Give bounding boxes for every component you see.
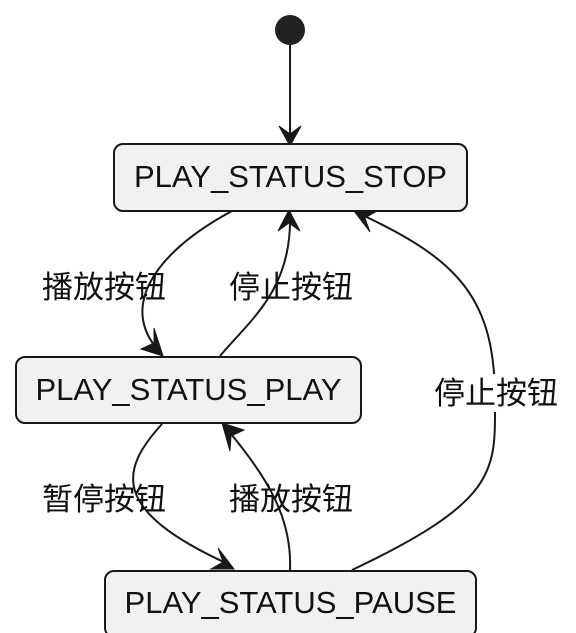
edge-label-play-to-pause: 暂停按钮 (42, 482, 166, 518)
edge-pause-to-play-arrowhead (221, 422, 246, 452)
state-play-status-play: PLAY_STATUS_PLAY (15, 356, 362, 424)
edge-stop-to-play-line (141, 210, 233, 353)
state-play-status-pause: PLAY_STATUS_PAUSE (104, 570, 477, 633)
edge-play-to-pause-line (132, 423, 229, 565)
state-box (15, 356, 362, 424)
initial-transition-arrowhead (278, 125, 302, 148)
edge-label-pause-to-stop-bg (433, 374, 559, 412)
state-label: PLAY_STATUS_PLAY (35, 372, 341, 407)
edge-pause-to-play-line (225, 427, 292, 571)
state-label: PLAY_STATUS_STOP (134, 159, 447, 194)
edge-play-to-stop-line (219, 214, 292, 357)
edge-play-to-stop-arrowhead (277, 208, 301, 232)
state-play-status-stop: PLAY_STATUS_STOP (113, 143, 468, 212)
edge-play-to-pause-arrowhead (209, 547, 236, 570)
edge-stop-to-play-arrowhead (139, 327, 164, 357)
initial-state-dot (275, 15, 305, 45)
state-box (113, 143, 468, 212)
state-label: PLAY_STATUS_PAUSE (125, 585, 457, 620)
edge-label-pause-to-play: 播放按钮 (229, 482, 353, 518)
state-box (104, 570, 477, 633)
edge-label-stop-to-play: 播放按钮 (42, 270, 166, 306)
edge-label-pause-to-stop: 停止按钮 (434, 376, 558, 412)
edge-label-play-to-stop: 停止按钮 (229, 270, 353, 306)
